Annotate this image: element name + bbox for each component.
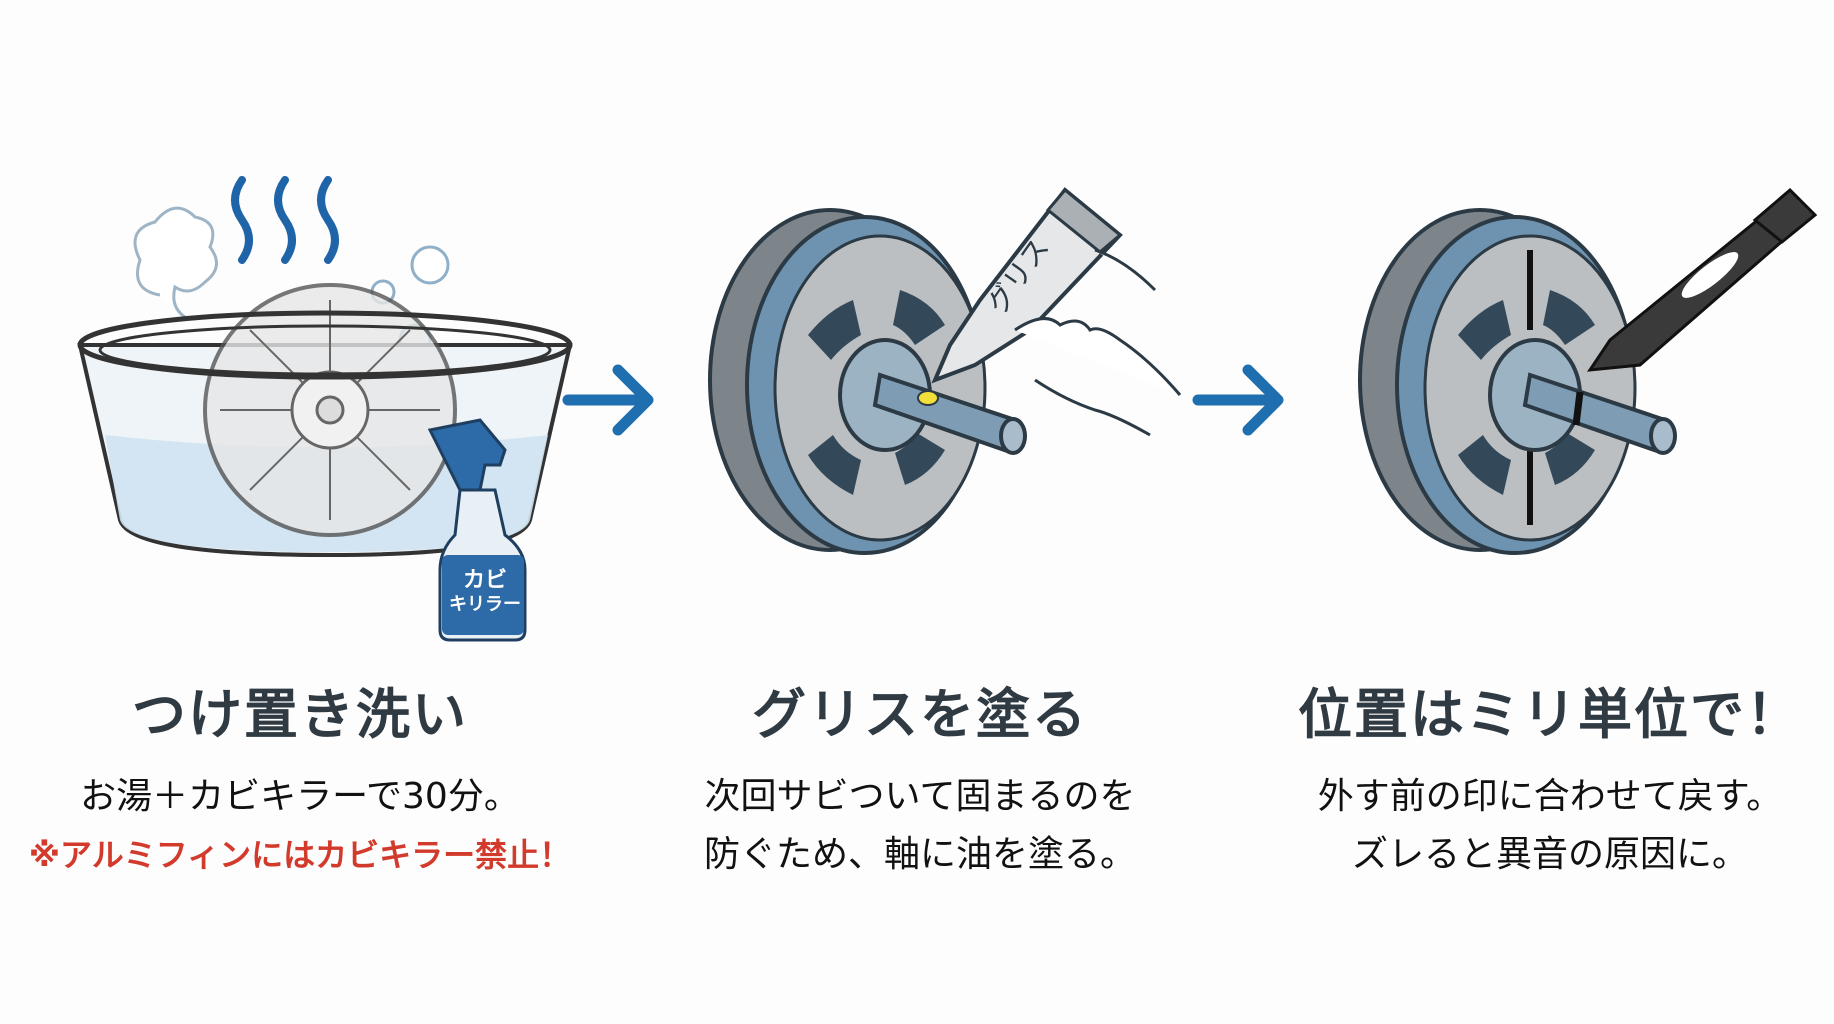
step1-warning: ※アルミフィンにはカビキラー禁止！ bbox=[28, 836, 572, 874]
grease-tube-icon bbox=[931, 187, 1123, 384]
step3-line2: ズレると異音の原因に。 bbox=[1351, 834, 1748, 875]
bottle-label-line1: カビ bbox=[462, 568, 507, 593]
step2-description: 次回サビついて固まるのを 防ぐため、軸に油を塗る。 bbox=[620, 768, 1220, 884]
arrow-right-icon bbox=[562, 364, 654, 436]
heat-waves-icon bbox=[231, 176, 339, 264]
step2-line2: 防ぐため、軸に油を塗る。 bbox=[703, 834, 1136, 875]
step1-title: つけ置き洗い bbox=[132, 683, 468, 746]
step3-line1: 外す前の印に合わせて戻す。 bbox=[1317, 776, 1783, 817]
spray-bottle-icon bbox=[427, 418, 527, 642]
step2-line1: 次回サビついて固まるのを bbox=[704, 776, 1136, 817]
grease-application-illustration bbox=[708, 187, 1182, 555]
soaking-basin-illustration bbox=[77, 176, 573, 642]
steam-cloud-icon bbox=[133, 206, 218, 319]
step2-title: グリスを塗る bbox=[752, 683, 1088, 746]
step3-title: 位置はミリ単位で！ bbox=[1298, 683, 1802, 746]
step1-description: お湯＋カビキラーで30分。 ※アルミフィンにはカビキラー禁止！ bbox=[0, 768, 600, 884]
shaft-marking-illustration bbox=[1358, 187, 1818, 555]
arrow-right-icon bbox=[1192, 364, 1284, 436]
bottle-label-line2: キリラー bbox=[449, 594, 521, 615]
marker-pen-icon bbox=[1586, 187, 1818, 372]
hand-icon bbox=[1014, 248, 1182, 437]
step1-line1: お湯＋カビキラーで30分。 bbox=[80, 776, 520, 817]
step3-description: 外す前の印に合わせて戻す。 ズレると異音の原因に。 bbox=[1250, 768, 1834, 884]
